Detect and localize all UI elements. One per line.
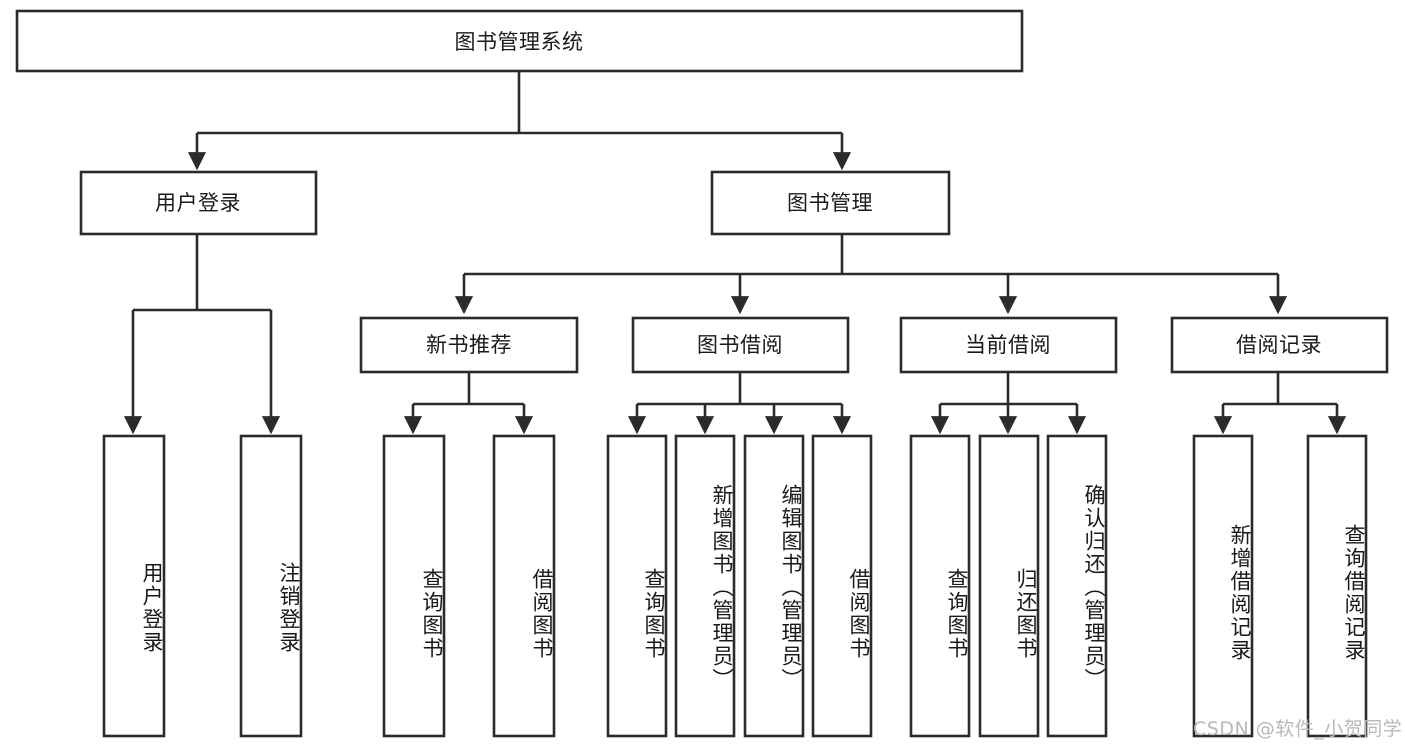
- leaf-box-query-book-1[interactable]: [382, 434, 446, 738]
- leaf-box-borrow-book-1[interactable]: [492, 434, 556, 738]
- node-book-mgmt-box[interactable]: [710, 170, 951, 236]
- node-book-borrow[interactable]: 图书借阅: [631, 316, 850, 374]
- node-borrow-record[interactable]: 借阅记录: [1170, 316, 1389, 374]
- node-book-mgmt[interactable]: 图书管理: [710, 170, 951, 236]
- node-new-book-rec-label: 新书推荐: [426, 333, 512, 357]
- node-user-login-box[interactable]: [79, 170, 318, 236]
- leaf-box-logout[interactable]: [239, 434, 303, 738]
- leaf-box-query-book-2[interactable]: [606, 434, 668, 738]
- leaf-box-add-book[interactable]: [674, 434, 736, 738]
- watermark-text: CSDN @软件_小贺同学: [1193, 718, 1403, 740]
- node-borrow-record-box[interactable]: [1170, 316, 1389, 374]
- node-root[interactable]: 图书管理系统: [15, 9, 1024, 73]
- leaf-box-group: [102, 434, 1368, 738]
- node-root-label: 图书管理系统: [455, 30, 584, 54]
- leaf-box-edit-book[interactable]: [743, 434, 805, 738]
- node-borrow-record-label: 借阅记录: [1236, 333, 1322, 357]
- leaf-box-add-record[interactable]: [1192, 434, 1254, 738]
- node-current-borrow-label: 当前借阅: [965, 333, 1051, 357]
- leaf-box-borrow-book-2[interactable]: [811, 434, 873, 738]
- node-book-borrow-box[interactable]: [631, 316, 850, 374]
- node-book-borrow-label: 图书借阅: [697, 333, 783, 357]
- leaf-box-confirm-return[interactable]: [1046, 434, 1108, 738]
- node-new-book-rec-box[interactable]: [359, 316, 579, 374]
- leaf-box-return-book[interactable]: [978, 434, 1040, 738]
- leaf-box-query-record[interactable]: [1306, 434, 1368, 738]
- node-book-mgmt-label: 图书管理: [787, 191, 873, 215]
- node-user-login[interactable]: 用户登录: [79, 170, 318, 236]
- node-user-login-label: 用户登录: [155, 191, 241, 215]
- node-root-box[interactable]: [15, 9, 1024, 73]
- leaf-box-user-login[interactable]: [102, 434, 166, 738]
- node-current-borrow-box[interactable]: [899, 316, 1118, 374]
- leaf-box-query-book-3[interactable]: [909, 434, 971, 738]
- connector-group: [123, 71, 1347, 435]
- node-current-borrow[interactable]: 当前借阅: [899, 316, 1118, 374]
- node-new-book-rec[interactable]: 新书推荐: [359, 316, 579, 374]
